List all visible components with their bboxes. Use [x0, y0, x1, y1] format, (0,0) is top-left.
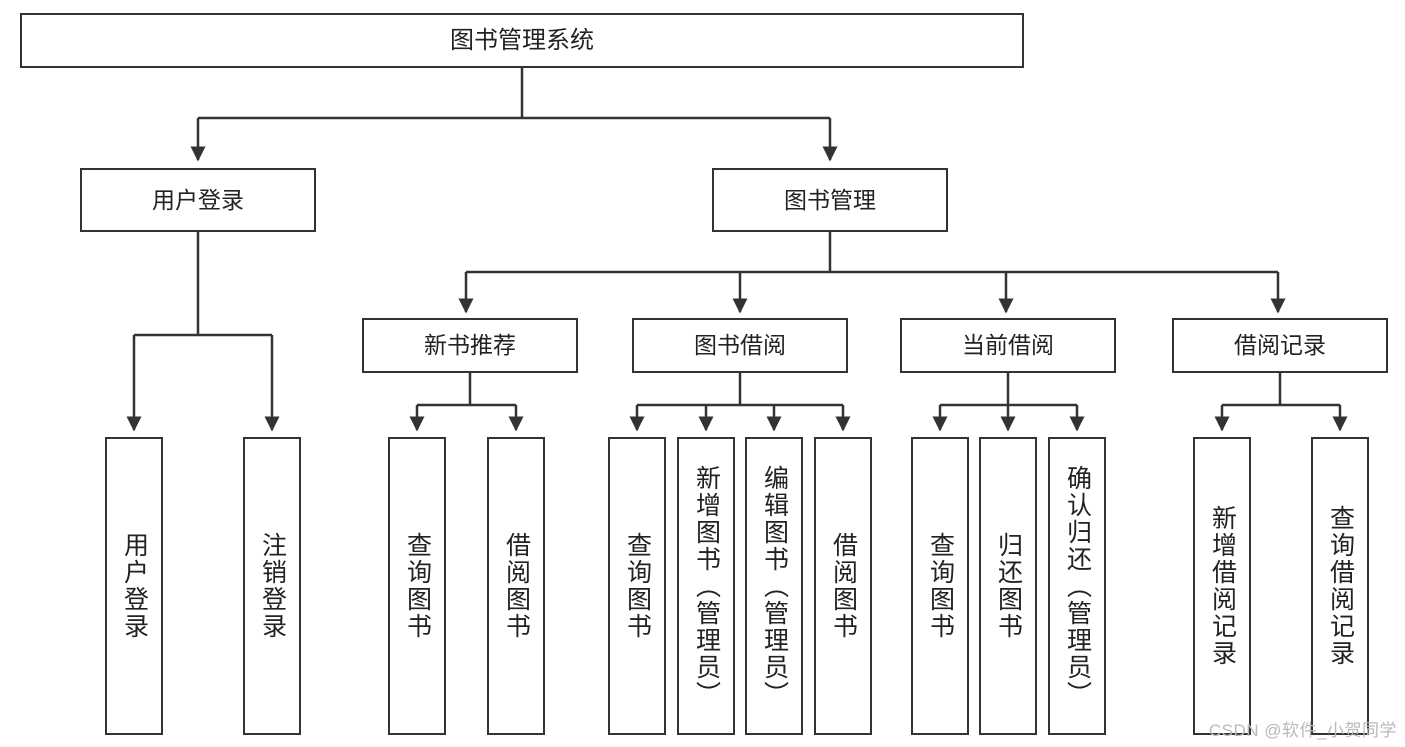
node-book-management-label: 图书管理	[784, 186, 876, 213]
leaf-bookborrow-add-book[interactable]: 新增图书（管理员）	[677, 437, 735, 735]
node-user-login-label: 用户登录	[152, 186, 244, 213]
node-book-borrow-label: 图书借阅	[694, 332, 786, 359]
leaf-user-login-label: 用户登录	[120, 532, 149, 640]
leaf-borrowrecord-add-record[interactable]: 新增借阅记录	[1193, 437, 1251, 735]
node-book-management[interactable]: 图书管理	[712, 168, 948, 232]
leaf-bookborrow-edit-book-label: 编辑图书（管理员）	[760, 464, 789, 708]
node-current-borrow-label: 当前借阅	[962, 332, 1054, 359]
leaf-bookborrow-borrow-book[interactable]: 借阅图书	[814, 437, 872, 735]
node-book-borrow[interactable]: 图书借阅	[632, 318, 848, 373]
node-borrow-record[interactable]: 借阅记录	[1172, 318, 1388, 373]
node-user-login[interactable]: 用户登录	[80, 168, 316, 232]
leaf-currentborrow-confirm-return-label: 确认归还（管理员）	[1063, 464, 1092, 708]
node-current-borrow[interactable]: 当前借阅	[900, 318, 1116, 373]
leaf-logout-label: 注销登录	[258, 532, 287, 640]
leaf-newbook-query-book-label: 查询图书	[403, 532, 432, 640]
node-borrow-record-label: 借阅记录	[1234, 332, 1326, 359]
leaf-currentborrow-return-book[interactable]: 归还图书	[979, 437, 1037, 735]
node-root-label: 图书管理系统	[450, 26, 594, 54]
leaf-bookborrow-borrow-book-label: 借阅图书	[829, 532, 858, 640]
leaf-currentborrow-query-book-label: 查询图书	[926, 532, 955, 640]
csdn-watermark: CSDN @软件_小贺同学	[1208, 721, 1397, 740]
leaf-borrowrecord-query-record-label: 查询借阅记录	[1326, 505, 1355, 667]
leaf-newbook-query-book[interactable]: 查询图书	[388, 437, 446, 735]
leaf-newbook-borrow-book[interactable]: 借阅图书	[487, 437, 545, 735]
leaf-bookborrow-query-book[interactable]: 查询图书	[608, 437, 666, 735]
leaf-currentborrow-return-book-label: 归还图书	[994, 532, 1023, 640]
leaf-logout[interactable]: 注销登录	[243, 437, 301, 735]
leaf-currentborrow-confirm-return[interactable]: 确认归还（管理员）	[1048, 437, 1106, 735]
leaf-bookborrow-query-book-label: 查询图书	[623, 532, 652, 640]
leaf-bookborrow-edit-book[interactable]: 编辑图书（管理员）	[745, 437, 803, 735]
leaf-newbook-borrow-book-label: 借阅图书	[502, 532, 531, 640]
leaf-user-login[interactable]: 用户登录	[105, 437, 163, 735]
leaf-bookborrow-add-book-label: 新增图书（管理员）	[692, 464, 721, 708]
node-new-book-recommend-label: 新书推荐	[424, 332, 516, 359]
node-root[interactable]: 图书管理系统	[20, 13, 1024, 68]
node-new-book-recommend[interactable]: 新书推荐	[362, 318, 578, 373]
leaf-borrowrecord-add-record-label: 新增借阅记录	[1208, 505, 1237, 667]
leaf-currentborrow-query-book[interactable]: 查询图书	[911, 437, 969, 735]
leaf-borrowrecord-query-record[interactable]: 查询借阅记录	[1311, 437, 1369, 735]
